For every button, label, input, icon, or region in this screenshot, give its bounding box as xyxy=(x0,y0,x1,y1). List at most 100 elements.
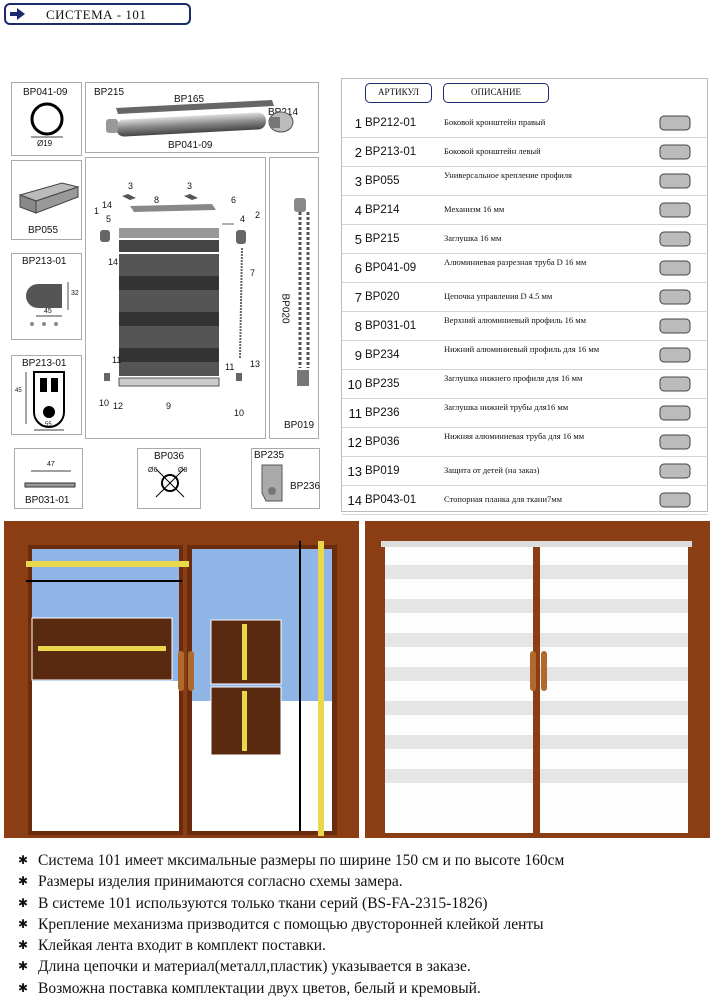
measurement-window-illustration xyxy=(4,521,359,838)
row-number: 8 xyxy=(354,319,362,334)
note-item: ✱Возможна поставка комплектации двух цве… xyxy=(18,978,638,999)
part-bp041-section: BP041-09 Ø19 xyxy=(11,82,82,156)
callout-9: 9 xyxy=(166,401,172,411)
part-label: BP215 xyxy=(94,87,125,98)
part-description: Цепочка управления D 4.5 мм xyxy=(444,291,553,301)
part-description: Стопорная планка для ткани7мм xyxy=(444,494,563,504)
part-description: Алюминиевая разрезная труба D 16 мм xyxy=(444,257,587,267)
note-text: Система 101 имеет мксимальные размеры по… xyxy=(38,852,565,869)
star-bullet-icon: ✱ xyxy=(18,874,29,889)
dimension-label: Ø8 xyxy=(178,467,188,474)
row-number: 7 xyxy=(354,290,362,305)
bracket-front-icon xyxy=(25,371,65,431)
roller-blind-diagram-icon xyxy=(100,194,246,387)
part-bp036-box: BP036 Ø6 Ø8 xyxy=(137,448,201,509)
dimension-label: 45 xyxy=(15,388,22,394)
end-caps-icon xyxy=(261,464,283,502)
note-item: ✱ Длина цепочки и материал(металл,пластик… xyxy=(18,956,638,977)
chain-icon xyxy=(659,289,691,305)
dimension-label: 32 xyxy=(71,290,79,297)
part-description: Универсальное крепление профиля xyxy=(444,170,572,180)
column-header-article: АРТИКУЛ xyxy=(365,83,432,103)
star-bullet-icon: ✱ xyxy=(18,959,29,974)
star-bullet-icon: ✱ xyxy=(18,853,29,867)
article-code: BP236 xyxy=(365,407,400,419)
article-code: BP213-01 xyxy=(365,146,417,158)
row-number: 12 xyxy=(347,435,362,450)
part-description: Боковой кронштейн левый xyxy=(444,146,541,156)
note-item: ✱ Система 101 имеет мксимальные размеры п… xyxy=(18,850,638,871)
bracket-left-icon xyxy=(659,144,691,160)
part-description: Механизм 16 мм xyxy=(444,204,505,214)
part-label: BP019 xyxy=(284,420,315,431)
page-title: СИСТЕМА - 101 xyxy=(46,7,147,22)
part-description: Заглушка 16 мм xyxy=(444,233,502,243)
part-bp213-side: BP213-01 32 45 xyxy=(11,253,82,340)
dimension-label: Ø19 xyxy=(37,139,53,148)
callout-4: 4 xyxy=(240,214,246,224)
row-number: 10 xyxy=(347,377,362,392)
note-text: Размеры изделия принимаются согласно схе… xyxy=(38,873,403,891)
callout-14: 14 xyxy=(102,200,113,210)
part-label: BP041-09 xyxy=(168,140,213,151)
callout-14b: 14 xyxy=(108,257,119,267)
row-number: 4 xyxy=(354,203,362,218)
part-label: BP213-01 xyxy=(22,358,67,369)
bracket-side-icon xyxy=(26,282,69,326)
part-bp235-box: BP235 BP236 xyxy=(251,448,320,509)
callout-6: 6 xyxy=(231,195,237,205)
mechanism-icon xyxy=(659,202,691,218)
row-number: 1 xyxy=(354,116,362,131)
arrow-right-icon xyxy=(10,8,26,20)
bottom-tube-section-icon xyxy=(155,468,185,498)
bottom-tube-icon xyxy=(659,434,691,450)
note-text: Длина цепочки и материал(металл,пластик)… xyxy=(38,958,471,976)
callout-2: 2 xyxy=(255,210,261,220)
end-cap-icon xyxy=(659,231,691,247)
row-number: 6 xyxy=(354,261,362,276)
part-chain-box: BP020 BP019 xyxy=(269,157,319,439)
column-header-description: ОПИСАНИЕ xyxy=(443,83,549,103)
article-code: BP041-09 xyxy=(365,262,417,274)
article-code: BP036 xyxy=(365,436,400,448)
callout-3b: 3 xyxy=(187,181,193,191)
article-code: BP020 xyxy=(365,291,400,303)
part-label: BP213-01 xyxy=(22,256,67,267)
bracket-right-icon xyxy=(659,115,691,131)
callout-11: 11 xyxy=(112,355,122,365)
row-number: 3 xyxy=(354,174,362,189)
top-profile-icon xyxy=(24,470,76,488)
callout-13: 13 xyxy=(250,359,261,369)
part-label: BP031-01 xyxy=(25,495,70,506)
article-code: BP234 xyxy=(365,349,400,361)
note-text: Возможна поставка комплектации двух цвет… xyxy=(38,979,481,997)
part-description: Заглушка нижнего профиля для 16 мм xyxy=(444,373,583,383)
chain-icon xyxy=(294,198,310,386)
system-header: СИСТЕМА - 101 xyxy=(4,3,191,25)
star-bullet-icon: ✱ xyxy=(18,916,29,931)
exploded-diagram: 1 14 5 3 8 3 6 4 2 7 14 11 11 13 10 12 9… xyxy=(85,157,266,439)
row-number: 14 xyxy=(347,493,362,508)
child-safety-icon xyxy=(659,463,691,479)
part-bp055-box: BP055 xyxy=(11,160,82,240)
part-bp213-front: BP213-01 45 55 xyxy=(11,355,82,435)
stop-bar-icon xyxy=(659,492,691,508)
part-description: Нижний алюминиевый профиль для 16 мм xyxy=(444,344,600,354)
note-item: ✱ Размеры изделия принимаются согласно сх… xyxy=(18,871,638,892)
dimension-label: 45 xyxy=(44,308,52,315)
note-item: ✱Крепление механизма призводится с помощ… xyxy=(18,914,638,935)
note-text: В системе 101 используются только ткани … xyxy=(38,894,488,912)
row-number: 5 xyxy=(354,232,362,247)
article-code: BP019 xyxy=(365,465,400,477)
row-number: 13 xyxy=(347,464,362,479)
